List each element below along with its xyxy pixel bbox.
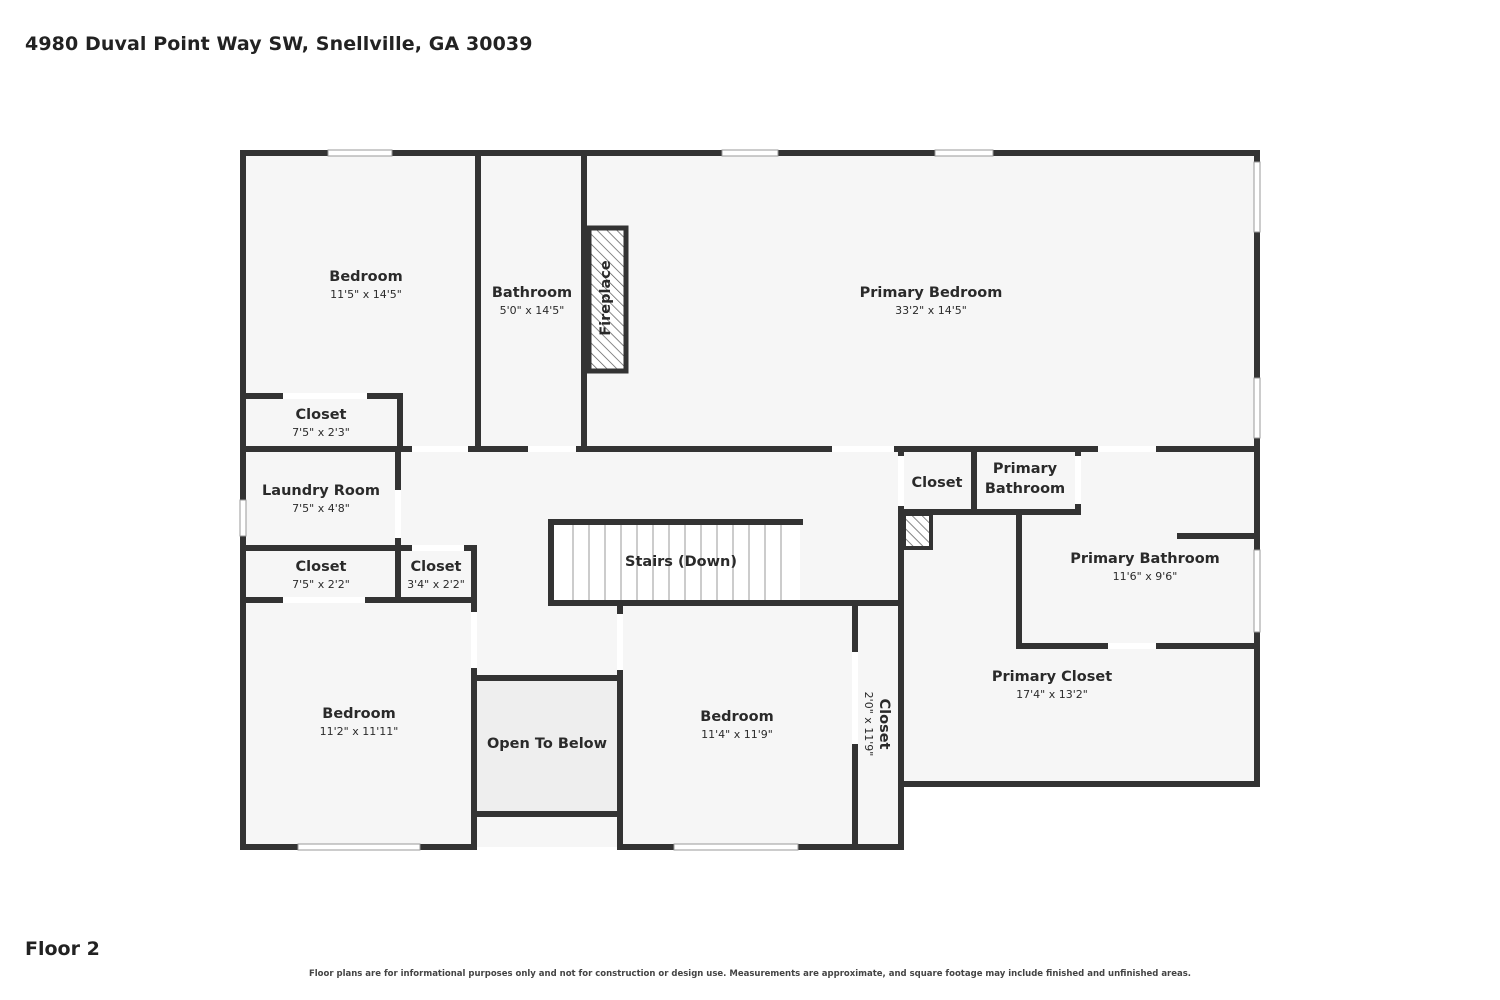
room-closet-e: Closet 2'0" x 11'9": [862, 692, 892, 757]
room-laundry: Laundry Room 7'5" x 4'8": [262, 483, 380, 515]
open-to-below-label: Open To Below: [487, 736, 607, 752]
room-name: Closet: [411, 559, 462, 575]
room-primary-closet: Primary Closet 17'4" x 13'2": [992, 669, 1112, 701]
room-name: Bedroom: [322, 706, 395, 722]
fireplace-label: Fireplace: [598, 260, 614, 336]
room-name: Closet: [876, 699, 892, 750]
room-dims: 7'5" x 2'3": [292, 426, 350, 439]
room-dims: 11'2" x 11'11": [320, 725, 399, 738]
room-dims: 2'0" x 11'9": [862, 692, 875, 757]
address-title: 4980 Duval Point Way SW, Snellville, GA …: [25, 33, 533, 55]
room-name: Primary Closet: [992, 669, 1112, 685]
room-dims: 5'0" x 14'5": [500, 304, 565, 317]
windows: [239, 149, 1261, 851]
room-name: Bathroom: [492, 285, 572, 301]
room-name: Bedroom: [329, 269, 402, 285]
room-dims: 17'4" x 13'2": [1016, 688, 1088, 701]
floor-fill: [243, 153, 1257, 847]
room-bedroom-sw: Bedroom 11'2" x 11'11": [320, 706, 399, 738]
room-primary-bathroom: Primary Bathroom 11'6" x 9'6": [1070, 551, 1220, 583]
room-name: Primary Bathroom: [1070, 551, 1220, 567]
room-primary-bath-small: Primary Bathroom: [985, 461, 1065, 497]
duct-chase: [902, 512, 933, 550]
room-name: Closet: [296, 407, 347, 423]
room-dims: 11'6" x 9'6": [1113, 570, 1178, 583]
room-name: Bedroom: [700, 709, 773, 725]
open-to-below-area: [476, 678, 618, 814]
room-name: Laundry Room: [262, 483, 380, 499]
room-name: Closet: [296, 559, 347, 575]
stairs: [551, 522, 800, 603]
closet-d-label: Closet: [912, 475, 963, 491]
room-bedroom-s: Bedroom 11'4" x 11'9": [700, 709, 773, 741]
room-name-line2: Bathroom: [985, 481, 1065, 497]
room-dims: 11'4" x 11'9": [701, 728, 773, 741]
room-name-line1: Primary: [993, 461, 1058, 477]
room-dims: 3'4" x 2'2": [407, 578, 465, 591]
room-closet-c: Closet 3'4" x 2'2": [407, 559, 465, 591]
room-dims: 33'2" x 14'5": [895, 304, 967, 317]
room-primary-bedroom: Primary Bedroom 33'2" x 14'5": [860, 285, 1003, 317]
room-closet-a: Closet 7'5" x 2'3": [292, 407, 350, 439]
room-dims: 11'5" x 14'5": [330, 288, 402, 301]
room-bedroom-nw: Bedroom 11'5" x 14'5": [329, 269, 402, 301]
door-openings: [283, 393, 1156, 744]
room-bathroom: Bathroom 5'0" x 14'5": [492, 285, 572, 317]
room-dims: 7'5" x 4'8": [292, 502, 350, 515]
room-closet-b: Closet 7'5" x 2'2": [292, 559, 350, 591]
stairs-label: Stairs (Down): [625, 554, 737, 570]
fireplace: [586, 225, 629, 374]
room-name: Primary Bedroom: [860, 285, 1003, 301]
floor-label: Floor 2: [25, 938, 100, 960]
room-dims: 7'5" x 2'2": [292, 578, 350, 591]
disclaimer: Floor plans are for informational purpos…: [308, 969, 1192, 979]
